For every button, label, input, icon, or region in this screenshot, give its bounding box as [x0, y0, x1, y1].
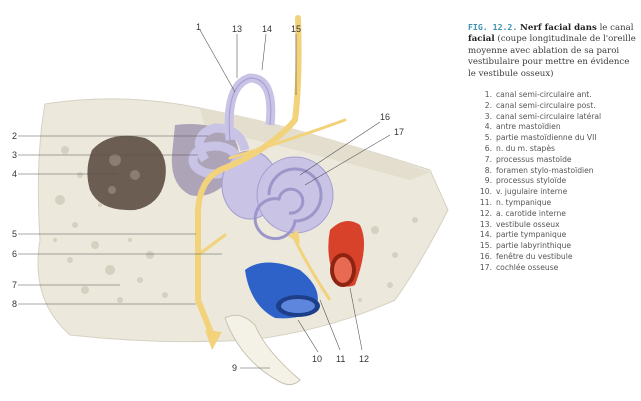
- legend-item: 9.processus styloïde: [476, 176, 638, 187]
- label-8: 8: [12, 299, 17, 309]
- legend-item: 2.canal semi-circulaire post.: [476, 101, 638, 112]
- legend-item: 13.vestibule osseux: [476, 220, 638, 231]
- mastoid-antrum: [87, 136, 165, 210]
- legend-item: 8.foramen stylo-mastoïdien: [476, 166, 638, 177]
- label-17: 17: [394, 127, 404, 137]
- label-6: 6: [12, 249, 17, 259]
- label-4: 4: [12, 169, 17, 179]
- legend-item: 12.a. carotide interne: [476, 209, 638, 220]
- legend-item: 10.v. jugulaire interne: [476, 187, 638, 198]
- caption-title-cont: le canal: [600, 23, 634, 33]
- legend-panel: FIG. 12.2. Nerf facial dans le canal fac…: [468, 22, 638, 274]
- label-16: 16: [380, 112, 390, 122]
- legend-item: 11.n. tympanique: [476, 198, 638, 209]
- label-7: 7: [12, 280, 17, 290]
- legend-item: 6.n. du m. stapès: [476, 144, 638, 155]
- label-12: 12: [359, 354, 369, 364]
- label-2: 2: [12, 131, 17, 141]
- label-5: 5: [12, 229, 17, 239]
- legend-item: 7.processus mastoïde: [476, 155, 638, 166]
- legend-item: 14.partie tympanique: [476, 230, 638, 241]
- legend-item: 16.fenêtre du vestibule: [476, 252, 638, 263]
- legend-item: 5.partie mastoïdienne du VII: [476, 133, 638, 144]
- figure-label: FIG. 12.2.: [468, 22, 517, 32]
- label-10: 10: [312, 354, 322, 364]
- caption-title: Nerf facial dans: [520, 23, 597, 33]
- legend-item: 1.canal semi-circulaire ant.: [476, 90, 638, 101]
- legend-item: 15.partie labyrinthique: [476, 241, 638, 252]
- legend-item: 17.cochlée osseuse: [476, 263, 638, 274]
- label-13: 13: [232, 24, 242, 34]
- label-9: 9: [232, 363, 237, 373]
- label-3: 3: [12, 150, 17, 160]
- figure-caption: FIG. 12.2. Nerf facial dans le canal fac…: [468, 22, 638, 80]
- label-11: 11: [336, 354, 345, 364]
- caption-title-2: facial: [468, 34, 495, 44]
- legend-item: 3.canal semi-circulaire latéral: [476, 112, 638, 123]
- facial-nerve-diagram: 1 13 14 15 2 3 4 5 6 7 8 9 16 17 10 11 1…: [0, 0, 455, 401]
- legend-item: 4.antre mastoïdien: [476, 122, 638, 133]
- legend-list: 1.canal semi-circulaire ant. 2.canal sem…: [468, 90, 638, 274]
- label-15: 15: [291, 24, 301, 34]
- label-14: 14: [262, 24, 272, 34]
- label-1: 1: [196, 22, 201, 32]
